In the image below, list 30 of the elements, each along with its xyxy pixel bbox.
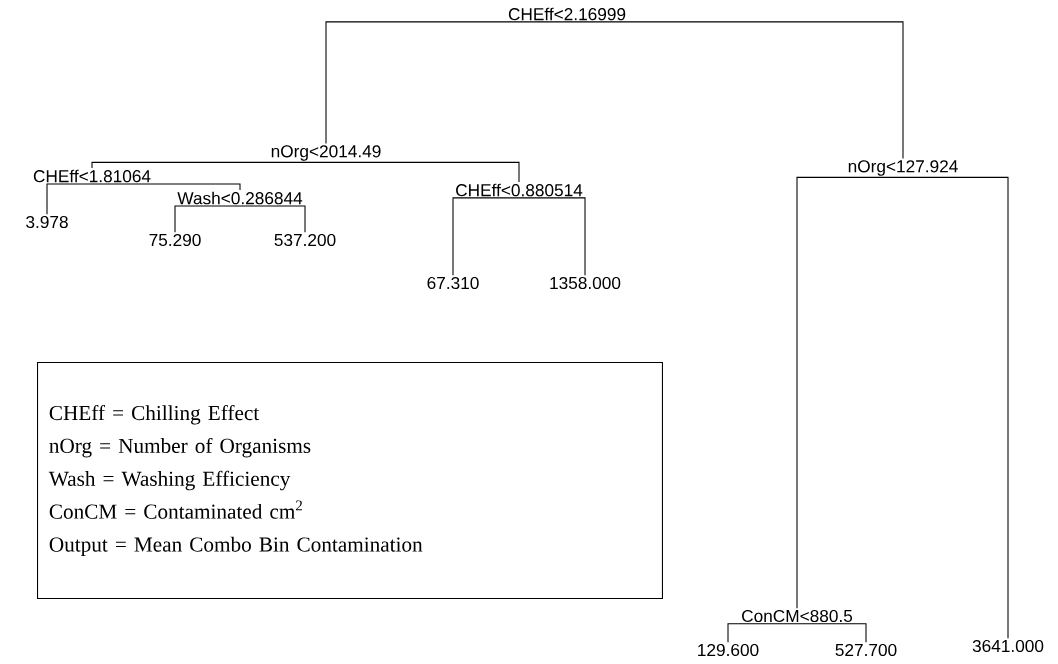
split-label: ConCM<880.5: [742, 609, 853, 623]
tree-branch: [796, 623, 867, 643]
split-label: nOrg<127.924: [848, 160, 958, 176]
tree-branch: [91, 161, 327, 169]
tree-branch: [796, 176, 904, 609]
split-label: CHEff<2.16999: [508, 7, 626, 21]
leaf-value: 527.700: [835, 643, 897, 657]
leaf-value: 129.600: [698, 643, 759, 657]
tree-branch: [325, 21, 568, 145]
leaf-value: 75.290: [149, 233, 201, 247]
tree-branch: [325, 161, 520, 183]
leaf-value: 537.200: [274, 233, 336, 247]
leaf-value: 3641.000: [972, 639, 1044, 653]
tree-branch: [566, 21, 904, 160]
tree-branch: [518, 197, 586, 276]
tree-branch: [239, 205, 306, 233]
split-label: CHEff<0.880514: [456, 183, 583, 197]
tree-branch: [91, 183, 241, 191]
tree-branch: [727, 623, 798, 643]
split-label: Wash<0.286844: [177, 191, 303, 205]
tree-branch: [452, 197, 520, 276]
leaf-value: 1358.000: [550, 276, 621, 290]
tree-branch: [902, 176, 1009, 639]
legend-box: CHEff = Chilling Effect nOrg = Number of Organisms Wash = Washing Efficiency ConCM = Contaminated cm$^{2}$ Output = Mean Combo Bin Contamination: [37, 362, 663, 599]
split-label: nOrg<2014.49: [271, 145, 381, 161]
leaf-value: 3.978: [26, 215, 68, 229]
tree-branch: [174, 205, 241, 233]
tree-branch: [46, 183, 93, 215]
split-label: CHEff<1.81064: [33, 169, 151, 183]
leaf-value: 67.310: [427, 276, 479, 290]
